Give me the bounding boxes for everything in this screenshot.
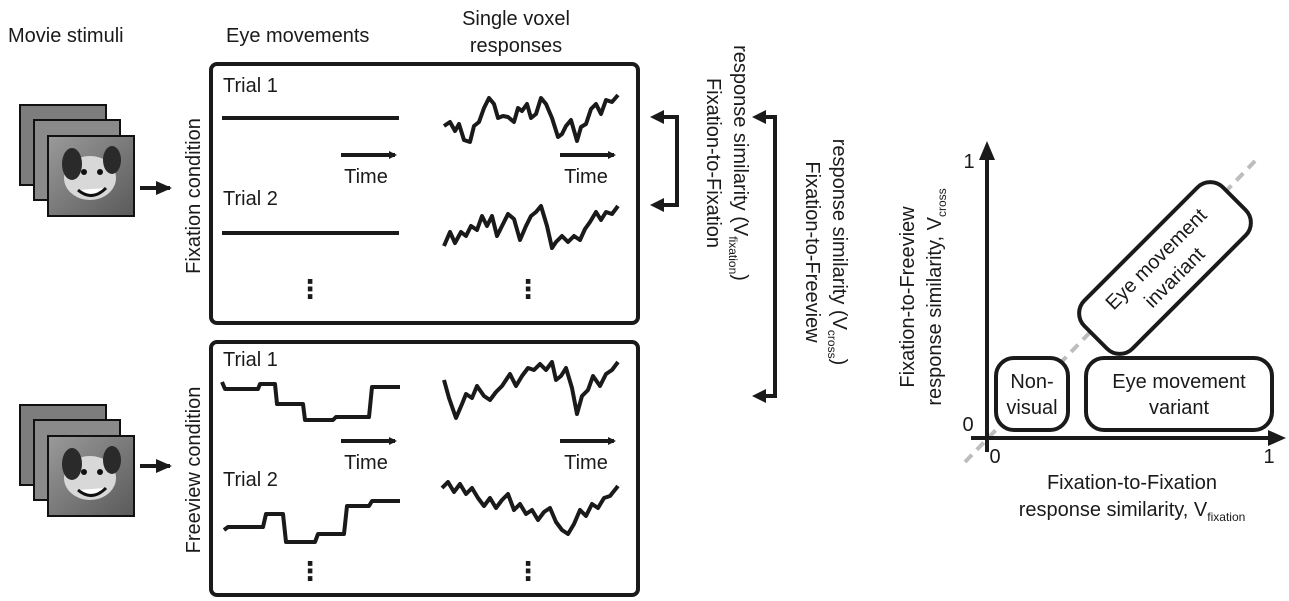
cross-similarity-label: Fixation-to-Freeview response similarity… <box>801 139 850 366</box>
bracket-arrowhead-icon <box>752 110 766 124</box>
y-axis-max-label: 1 <box>963 151 974 173</box>
fixation-trial2-label: Trial 2 <box>223 188 278 210</box>
freeview-trial2-label: Trial 2 <box>223 469 278 491</box>
x-axis-arrow-icon <box>1268 430 1286 446</box>
nonvisual-label-line1: Non- <box>1010 371 1053 393</box>
freeview-trial2-eye-trace <box>222 499 400 544</box>
freeview-trial2-voxel-response <box>440 480 620 536</box>
x-axis-title-line1: Fixation-to-Fixation <box>1047 472 1217 494</box>
invariant-region-box <box>1077 180 1253 356</box>
dog-image-icon <box>62 446 121 500</box>
freeview-panel-frame <box>209 340 640 597</box>
bracket-arrowhead-icon <box>650 198 664 212</box>
fixation-similarity-label: Fixation-to-Fixation response similarity… <box>702 45 751 281</box>
header-single-voxel-line2: responses <box>470 35 562 57</box>
freeview-trial1-label: Trial 1 <box>223 349 278 371</box>
fixation-condition-label: Fixation condition <box>183 118 205 274</box>
header-eye-movements: Eye movements <box>226 25 369 47</box>
fixation-panel: Fixation condition Trial 1 Trial 2 Time … <box>183 62 640 325</box>
x-axis-title-line2: response similarity, Vfixation <box>1019 499 1246 524</box>
x-axis-max-label: 1 <box>1263 446 1274 468</box>
fixation-trial1-voxel-response <box>442 93 620 144</box>
y-axis-title-line2: response similarity, Vcross <box>924 188 949 405</box>
nonvisual-label-line2: visual <box>1006 397 1057 419</box>
cross-similarity-line1: Fixation-to-Freeview <box>801 161 823 343</box>
cross-similarity-line2: response similarity (Vcross) <box>825 139 850 366</box>
fixation-trial2-voxel-response <box>442 204 620 250</box>
bracket-arrowhead-icon <box>752 389 766 403</box>
origin-x-label: 0 <box>989 446 1000 468</box>
fixation-similarity-bracket <box>650 110 679 212</box>
y-axis-title-line1: Fixation-to-Freeview <box>897 206 919 388</box>
y-axis-title: Fixation-to-Freeview response similarity… <box>897 188 949 405</box>
freeview-condition-label: Freeview condition <box>183 387 205 554</box>
variant-label-line1: Eye movement <box>1112 371 1246 393</box>
header-single-voxel-line1: Single voxel <box>462 8 570 30</box>
y-axis-arrow-icon <box>979 141 995 160</box>
bracket-arrowhead-icon <box>650 110 664 124</box>
fixation-time-label-voxel: Time <box>564 166 608 188</box>
fixation-ellipsis-eye: ⋮ <box>297 274 323 304</box>
dog-image-icon <box>62 146 121 200</box>
similarity-scatter-schematic: 1 0 0 1 Fixation-to-Freeview response si… <box>897 141 1286 524</box>
freeview-trial1-voxel-response <box>442 360 620 420</box>
fixation-time-label-eye: Time <box>344 166 388 188</box>
fixation-similarity-line2: response similarity (Vfixation) <box>726 45 751 281</box>
freeview-time-label-voxel: Time <box>564 452 608 474</box>
invariant-region: Eye movement invariant <box>1077 180 1253 356</box>
nonvisual-region-box <box>994 356 1070 432</box>
movie-stack-fixation <box>19 104 135 217</box>
origin-y-label: 0 <box>962 414 973 436</box>
freeview-panel: Freeview condition Trial 1 Trial 2 Time … <box>183 340 640 597</box>
fixation-ellipsis-voxel: ⋮ <box>515 274 541 304</box>
fixation-similarity-line1: Fixation-to-Fixation <box>702 78 724 248</box>
freeview-ellipsis-voxel: ⋮ <box>515 556 541 586</box>
variant-label-line2: variant <box>1149 397 1209 419</box>
header-movie-stimuli: Movie stimuli <box>8 25 124 47</box>
freeview-trial1-eye-trace <box>220 381 400 422</box>
fixation-trial1-label: Trial 1 <box>223 75 278 97</box>
movie-stack-freeview <box>19 404 135 517</box>
freeview-time-label-eye: Time <box>344 452 388 474</box>
variant-region-box <box>1084 356 1274 432</box>
fixation-panel-frame <box>209 62 640 325</box>
cross-similarity-bracket <box>752 110 777 403</box>
freeview-ellipsis-eye: ⋮ <box>297 556 323 586</box>
